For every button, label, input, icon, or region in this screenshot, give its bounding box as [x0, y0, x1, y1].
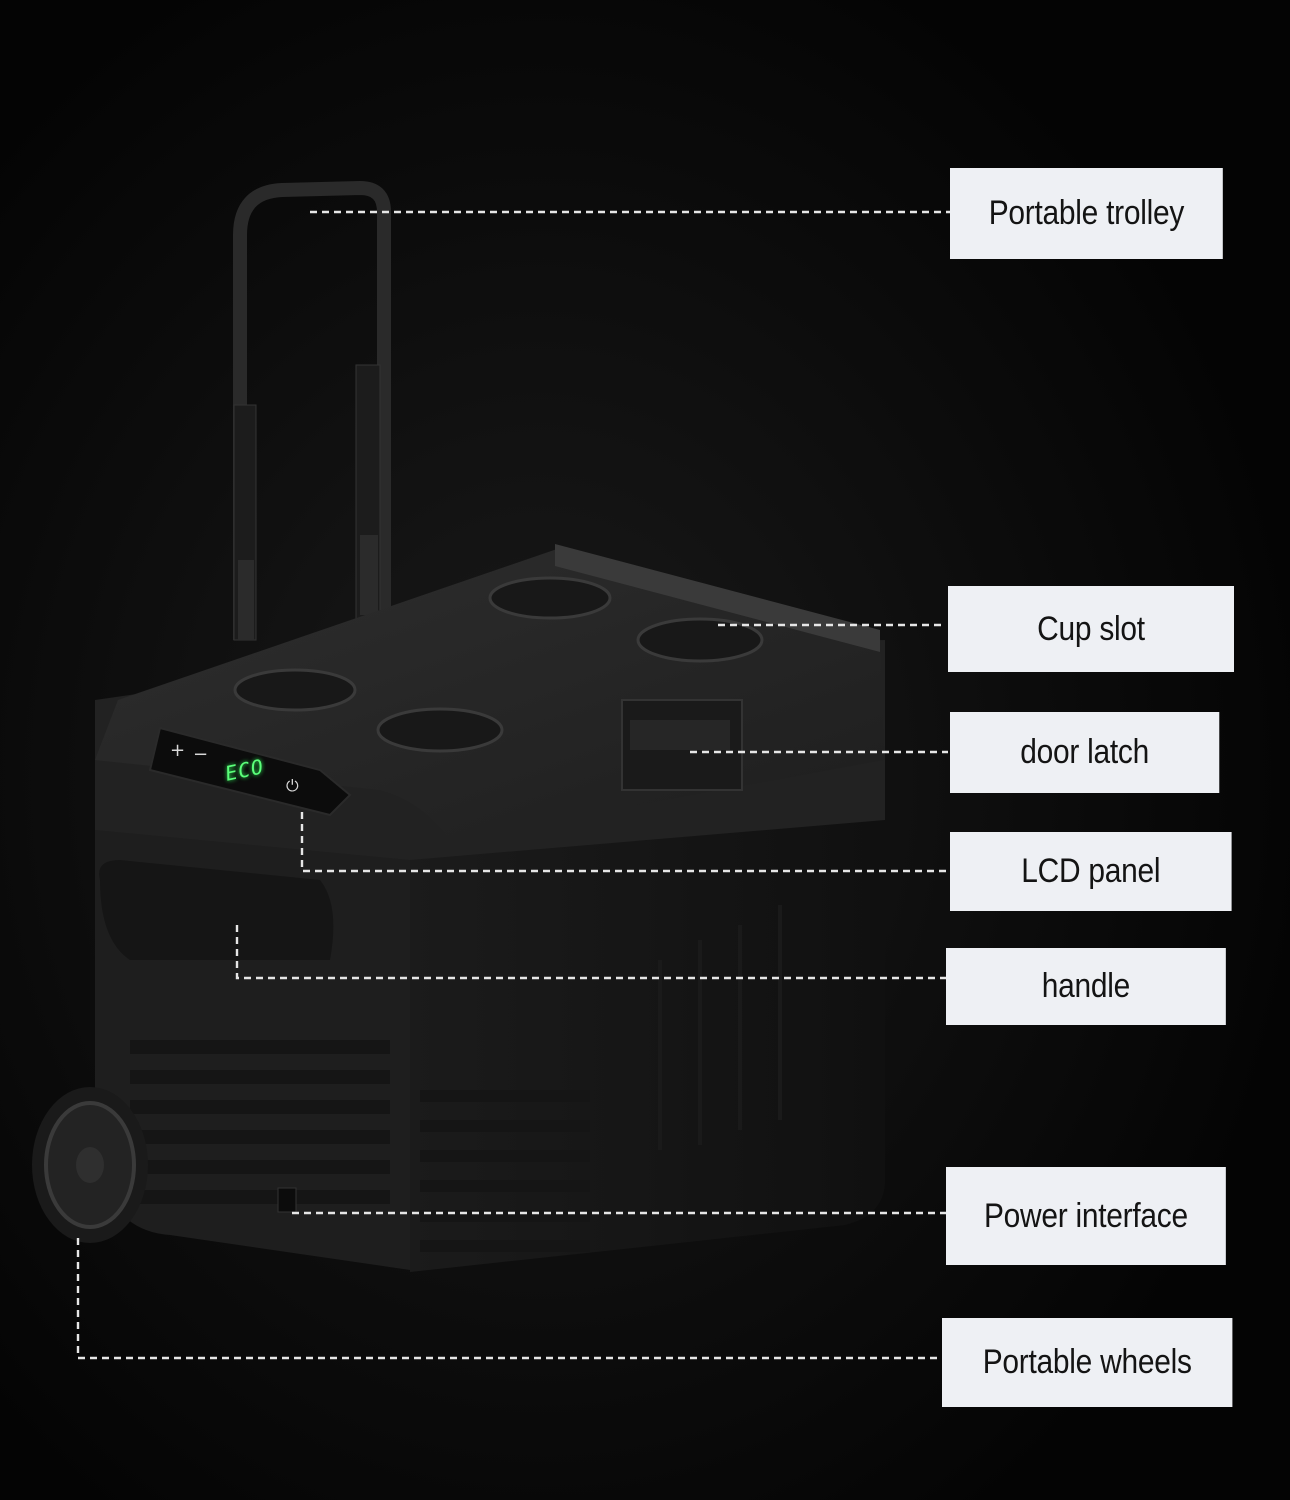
lcd-power-icon: ⏻: [286, 776, 299, 795]
lcd-panel: [148, 726, 352, 817]
leader-lines: [76, 210, 950, 1360]
wheel: [32, 1087, 148, 1243]
leader-wheels: [76, 1238, 942, 1360]
lcd-minus-icon: −: [193, 744, 209, 765]
label-power-interface: Power interface: [946, 1167, 1226, 1265]
label-portable-wheels: Portable wheels: [942, 1318, 1233, 1407]
label-portable-trolley: Portable trolley: [950, 168, 1223, 259]
label-handle: handle: [946, 948, 1226, 1025]
side-ribs: [658, 905, 782, 1150]
lcd-plus-icon: +: [170, 740, 186, 761]
handle-recess: [99, 860, 334, 960]
label-door-latch: door latch: [950, 712, 1220, 793]
power-port: [277, 1187, 297, 1213]
cup-slots: [233, 576, 764, 753]
vent-grille: [130, 1040, 590, 1252]
label-lcd-panel: LCD panel: [950, 832, 1232, 911]
leader-handle: [235, 925, 946, 980]
label-cup-slot: Cup slot: [948, 586, 1234, 672]
